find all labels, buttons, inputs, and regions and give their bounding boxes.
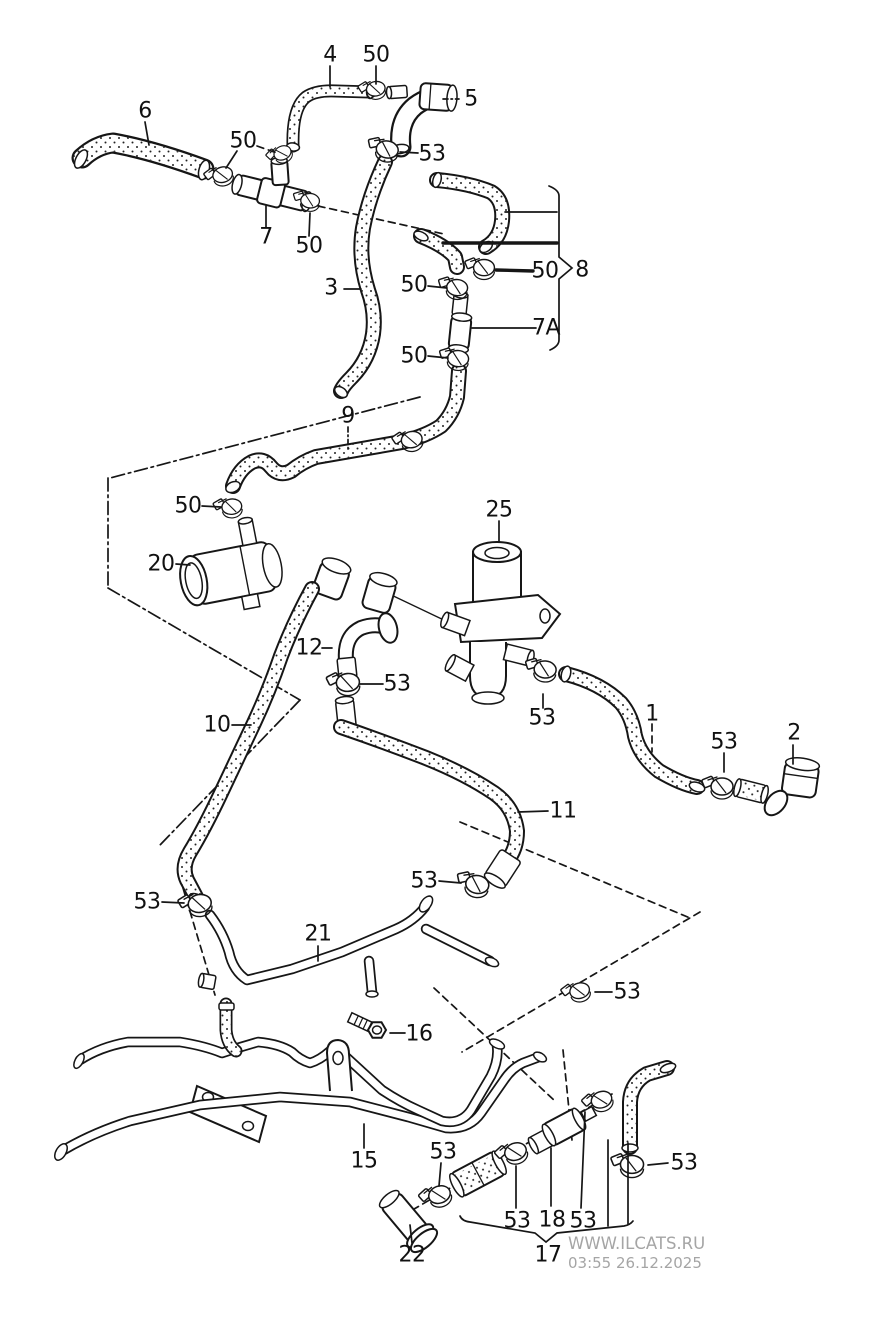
- callout-1: 1: [645, 702, 659, 727]
- hose-9: [224, 371, 459, 495]
- callout-11: 11: [550, 799, 577, 824]
- elbow-2: [763, 757, 821, 817]
- fitting-small: [385, 84, 409, 100]
- callout-53: 53: [430, 1140, 457, 1165]
- callout-21: 21: [305, 922, 332, 947]
- callout-3: 3: [324, 276, 338, 301]
- sleeve-2: [733, 778, 769, 804]
- callout-50: 50: [401, 273, 428, 298]
- hose-vertical-feed: [218, 1003, 236, 1051]
- callout-53: 53: [614, 980, 641, 1005]
- callout-50: 50: [175, 494, 202, 519]
- callout-7A: 7A: [532, 316, 560, 341]
- bolt-16: [346, 1011, 388, 1039]
- hose-6: [72, 143, 212, 181]
- pipe-21: [197, 895, 500, 998]
- callout-53: 53: [134, 890, 161, 915]
- hose-1: [560, 665, 706, 794]
- callout-12: 12: [296, 636, 323, 661]
- callout-2: 2: [787, 721, 801, 746]
- callout-10: 10: [204, 713, 231, 738]
- callout-5: 5: [464, 87, 478, 112]
- connector-7a: [447, 291, 473, 354]
- callout-6: 6: [138, 99, 152, 124]
- callout-15: 15: [351, 1149, 378, 1174]
- callout-53: 53: [419, 142, 446, 167]
- watermark-site: WWW.ILCATS.RU: [568, 1234, 705, 1253]
- callout-18: 18: [539, 1208, 566, 1233]
- callout-50: 50: [532, 259, 559, 284]
- callout-4: 4: [323, 43, 337, 68]
- callout-53: 53: [504, 1209, 531, 1234]
- bracket-tab: [325, 1038, 353, 1092]
- hose-4: [285, 86, 373, 152]
- callout-7: 7: [259, 225, 273, 250]
- valve-18: [541, 1105, 598, 1147]
- sleeve-17: [449, 1150, 507, 1198]
- callout-17: 17: [535, 1243, 562, 1268]
- watermark: WWW.ILCATS.RU 03:55 26.12.2025: [568, 1234, 705, 1272]
- elbow-fittings: [312, 557, 398, 614]
- callout-53: 53: [671, 1151, 698, 1176]
- callout-9: 9: [341, 404, 355, 429]
- callout-53: 53: [411, 869, 438, 894]
- callout-16: 16: [406, 1022, 433, 1047]
- callout-20: 20: [148, 552, 175, 577]
- hose-11: [341, 727, 521, 889]
- watermark-timestamp: 03:55 26.12.2025: [568, 1254, 702, 1272]
- hose-10: [185, 589, 312, 904]
- hose-8-lower: [413, 229, 457, 267]
- callout-8: 8: [575, 258, 589, 283]
- callout-25: 25: [486, 498, 513, 523]
- callout-50: 50: [401, 344, 428, 369]
- callout-53: 53: [529, 706, 556, 731]
- hose-L-bottom-right: [621, 1062, 677, 1152]
- callout-53: 53: [384, 672, 411, 697]
- hose-3: [333, 162, 385, 400]
- callout-50: 50: [363, 43, 390, 68]
- valve-25: [440, 541, 562, 705]
- callout-53: 53: [711, 730, 738, 755]
- callout-50: 50: [230, 129, 257, 154]
- pipes-15: [54, 1037, 548, 1161]
- leader-lines: [144, 65, 794, 1244]
- callout-50: 50: [296, 234, 323, 259]
- callout-22: 22: [399, 1243, 426, 1268]
- elbow-22: [378, 1189, 439, 1254]
- callout-53: 53: [570, 1209, 597, 1234]
- pipe-20: [179, 516, 283, 611]
